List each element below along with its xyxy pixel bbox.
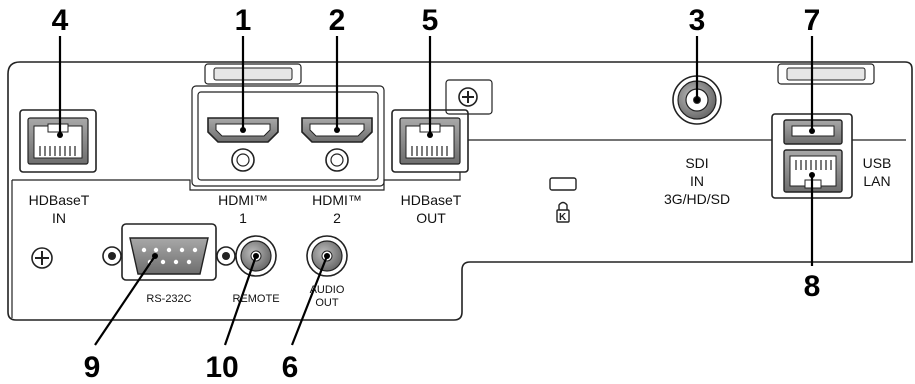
security-slot bbox=[549, 177, 577, 191]
hdmi-1-port bbox=[207, 117, 279, 172]
hdbaset-in-port bbox=[19, 109, 97, 173]
hdbaset-out-port bbox=[391, 109, 469, 173]
rs232c-port bbox=[102, 223, 236, 281]
callout-8: 8 bbox=[804, 270, 821, 303]
callout-1: 1 bbox=[235, 4, 252, 37]
label-audio-out-2: OUT bbox=[315, 297, 339, 309]
callout-10: 10 bbox=[205, 351, 238, 384]
leader-lines bbox=[58, 36, 814, 346]
callout-9: 9 bbox=[84, 351, 101, 384]
label-hdbaset-in-2: IN bbox=[52, 210, 66, 226]
kensington-lock-icon: K bbox=[556, 201, 570, 223]
label-hdmi-1-b: 1 bbox=[239, 210, 247, 226]
label-lan: LAN bbox=[863, 173, 890, 189]
callout-7: 7 bbox=[804, 4, 821, 37]
label-sdi-3: 3G/HD/SD bbox=[664, 191, 730, 207]
label-usb: USB bbox=[863, 155, 892, 171]
callout-5: 5 bbox=[422, 4, 439, 37]
label-hdmi-2-a: HDMI™ bbox=[312, 192, 362, 208]
audio-out-port bbox=[306, 235, 348, 277]
hdmi-recess bbox=[191, 85, 385, 187]
label-hdmi-1-a: HDMI™ bbox=[218, 192, 268, 208]
callout-3: 3 bbox=[689, 4, 706, 37]
label-hdmi-2-b: 2 bbox=[333, 210, 341, 226]
label-hdbaset-out-1: HDBaseT bbox=[401, 192, 462, 208]
label-hdbaset-out-2: OUT bbox=[416, 210, 446, 226]
svg-text:K: K bbox=[559, 212, 567, 223]
top-mount-left bbox=[204, 63, 302, 85]
callout-6: 6 bbox=[282, 351, 299, 384]
callout-2: 2 bbox=[329, 4, 346, 37]
leader-dots bbox=[57, 97, 815, 259]
label-sdi-2: IN bbox=[690, 173, 704, 189]
screw-icon bbox=[445, 79, 493, 115]
label-sdi-1: SDI bbox=[685, 155, 708, 171]
callout-4: 4 bbox=[52, 4, 69, 37]
label-audio-out-1: AUDIO bbox=[310, 284, 345, 296]
label-rs232c: RS-232C bbox=[146, 293, 191, 305]
label-hdbaset-in-1: HDBaseT bbox=[29, 192, 90, 208]
screw-icon bbox=[31, 247, 53, 269]
top-mount-right bbox=[777, 63, 875, 85]
label-remote: REMOTE bbox=[232, 293, 279, 305]
panel-outline bbox=[7, 61, 913, 321]
